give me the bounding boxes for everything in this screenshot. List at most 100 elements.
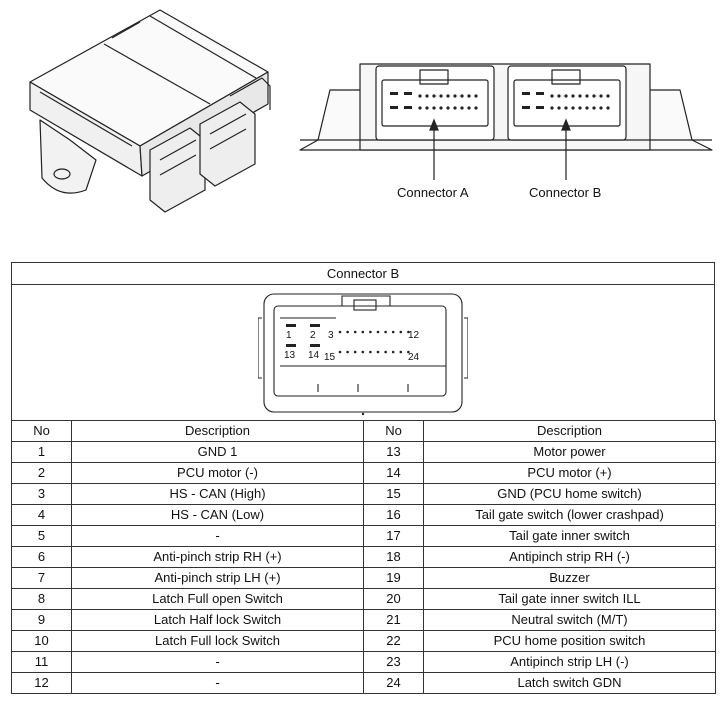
connector-pin	[407, 330, 410, 333]
connector-pin	[338, 330, 342, 333]
connector-pin	[467, 106, 471, 110]
connector-pin	[467, 94, 471, 98]
connector-pin	[550, 94, 554, 98]
table-title: Connector B	[11, 262, 715, 284]
pin-description-cell: -	[71, 525, 364, 547]
pin-description-cell: Latch Half lock Switch	[71, 609, 364, 631]
pin-description-cell: HS - CAN (Low)	[71, 504, 364, 526]
pin-number-cell: 11	[11, 651, 72, 673]
connector-pin	[460, 94, 464, 98]
pin-description-cell: GND (PCU home switch)	[423, 483, 716, 505]
connector-pin	[453, 106, 457, 110]
pin-description-cell: PCU motor (-)	[71, 462, 364, 484]
connector-pin	[432, 94, 436, 98]
connector-pin	[592, 106, 596, 110]
module-isometric	[29, 9, 271, 213]
pin-number-cell: 16	[363, 504, 424, 526]
pin-description-cell: PCU motor (+)	[423, 462, 716, 484]
connector-pin	[391, 330, 395, 333]
connector-pin	[418, 94, 422, 98]
pin-description-cell: Motor power	[423, 441, 716, 463]
pin-description-cell: Latch Full lock Switch	[71, 630, 364, 652]
header-no-right: No	[363, 420, 424, 442]
connector-pin	[599, 94, 603, 98]
pin-number-cell: 3	[11, 483, 72, 505]
pin-number-cell: 4	[11, 504, 72, 526]
pin-number-cell: 24	[363, 672, 424, 694]
connector-pin	[369, 330, 372, 333]
connector-pin	[439, 106, 443, 110]
connector-b-pin-diagram: 1 2 3 12 13 14 15 24	[258, 292, 468, 415]
pin-description-cell: PCU home position switch	[423, 630, 716, 652]
pin-description-cell: -	[71, 651, 364, 673]
pin-number-cell: 7	[11, 567, 72, 589]
header-description-left: Description	[71, 420, 364, 442]
pin-description-cell: Antipinch strip LH (-)	[423, 651, 716, 673]
pin-label-2: 2	[310, 330, 316, 341]
connector-pin	[432, 106, 436, 110]
connector-pin	[353, 350, 357, 353]
connector-pin	[606, 94, 610, 98]
connector-pin	[474, 106, 478, 110]
connector-pin	[418, 106, 422, 110]
pin-number-cell: 21	[363, 609, 424, 631]
table-header-row: No Description No Description	[11, 420, 716, 442]
connector-pin	[606, 106, 610, 110]
connector-b-diagram-cell: 1 2 3 12 13 14 15 24	[11, 284, 715, 420]
pin-description-cell: Neutral switch (M/T)	[423, 609, 716, 631]
pin-description-cell: Anti-pinch strip RH (+)	[71, 546, 364, 568]
connector-pin	[353, 330, 357, 333]
connector-pin	[391, 350, 395, 353]
connector-pin	[578, 94, 582, 98]
module-illustration	[29, 9, 713, 213]
header-description-right: Description	[423, 420, 716, 442]
pin-label-24: 24	[408, 352, 420, 363]
connector-pin	[446, 94, 450, 98]
pin-number-cell: 18	[363, 546, 424, 568]
connector-pin	[571, 94, 575, 98]
pin-description-cell: Anti-pinch strip LH (+)	[71, 567, 364, 589]
pin-label-15: 15	[324, 352, 336, 363]
pin-description-cell: Latch switch GDN	[423, 672, 716, 694]
pin-label-13: 13	[284, 350, 296, 361]
pin-description-cell: GND 1	[71, 441, 364, 463]
pin-description-cell: -	[71, 672, 364, 694]
connector-pin	[550, 106, 554, 110]
connector-pin	[446, 106, 450, 110]
connector-pin	[399, 330, 403, 333]
connector-pin	[346, 330, 349, 333]
pin-description-cell: Antipinch strip RH (-)	[423, 546, 716, 568]
pin-number-cell: 10	[11, 630, 72, 652]
pin-description-cell: HS - CAN (High)	[71, 483, 364, 505]
pin-number-cell: 9	[11, 609, 72, 631]
pin-label-12: 12	[408, 330, 420, 341]
connector-pin	[399, 350, 403, 353]
connector-pin	[599, 106, 603, 110]
pin-number-cell: 2	[11, 462, 72, 484]
pin-description-cell: Buzzer	[423, 567, 716, 589]
connector-pin	[346, 350, 349, 353]
pin-description-cell: Tail gate inner switch	[423, 525, 716, 547]
pin-number-cell: 1	[11, 441, 72, 463]
connector-pin	[338, 350, 342, 353]
pin-number-cell: 8	[11, 588, 72, 610]
pin-label-14: 14	[308, 350, 320, 361]
connector-pin	[557, 94, 561, 98]
connector-pin	[384, 330, 387, 333]
pin-number-cell: 17	[363, 525, 424, 547]
pin-number-cell: 6	[11, 546, 72, 568]
pin-label-1: 1	[286, 330, 292, 341]
pin-description-cell: Tail gate inner switch ILL	[423, 588, 716, 610]
connector-pin	[585, 106, 589, 110]
connector-pin	[369, 350, 372, 353]
connector-pin	[453, 94, 457, 98]
pinout-table: Connector B 1 2	[11, 262, 716, 694]
connector-pin	[376, 330, 380, 333]
module-front-view	[299, 63, 713, 151]
